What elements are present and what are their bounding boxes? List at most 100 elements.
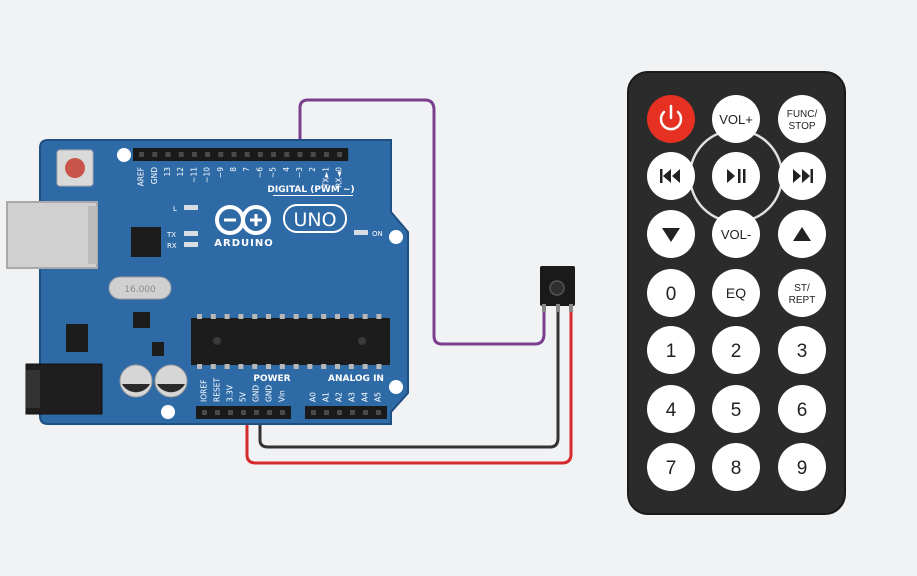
digital-pin[interactable] [205,152,211,157]
digital-pin[interactable] [231,152,237,157]
usb-connector [6,201,98,269]
ir-receiver[interactable] [540,266,575,312]
down-arrow-icon [662,228,680,242]
digital-pin-label: 13 [163,167,172,177]
led-l [184,205,198,210]
power-pin[interactable] [267,410,272,415]
play-pause-button[interactable] [712,152,760,200]
chip-leg [210,364,216,369]
vol-up-button[interactable] [712,95,760,143]
chip-leg [266,364,271,369]
power-header[interactable] [196,406,291,419]
chip-leg [197,314,202,319]
digital-pin-label: ~6 [255,167,264,178]
chip-leg [321,314,327,319]
analog-pin[interactable] [324,410,329,415]
digital-pin-label: 7 [242,167,251,172]
analog-pin-label: A5 [374,392,383,402]
analog-pin[interactable] [376,410,381,415]
analog-pin-label: A2 [335,392,344,402]
two-label: 2 [731,341,742,362]
digital-pin[interactable] [191,152,197,157]
two-button[interactable] [712,326,760,374]
digital-pin[interactable] [310,152,316,157]
digital-pin-label: ~11 [189,167,198,183]
power-pin[interactable] [202,410,207,415]
vol-down-button[interactable] [712,210,760,258]
vol-up-label: VOL+ [719,112,753,127]
arduino-logo [215,205,271,235]
power-pin[interactable] [215,410,220,415]
digital-pin-label: GND [150,167,159,184]
digital-header[interactable] [133,148,349,161]
power-pin[interactable] [241,410,246,415]
st-rept-button[interactable] [778,269,826,317]
digital-underline [273,195,353,196]
analog-pin[interactable] [311,410,316,415]
digital-pin[interactable] [218,152,224,157]
crystal [108,276,172,300]
ir-leg [556,304,560,312]
play-pause-icon [727,169,746,183]
digital-pin[interactable] [165,152,171,157]
chip-leg [376,314,382,319]
eight-label: 8 [731,458,742,479]
power-pin-label: IOREF [200,380,209,402]
digital-pin[interactable] [337,152,343,157]
four-button[interactable] [647,385,695,433]
digital-pin[interactable] [139,152,145,157]
chip-leg [224,364,230,369]
digital-pin[interactable] [257,152,263,157]
func-stop-button[interactable] [778,95,826,143]
chip-dot [358,337,366,345]
chip-leg [238,364,244,369]
digital-pin[interactable] [244,152,250,157]
eq-button[interactable] [712,269,760,317]
ir-leg [542,304,546,312]
five-button[interactable] [712,385,760,433]
six-button[interactable] [778,385,826,433]
power-pin[interactable] [254,410,259,415]
capacitor-band [122,384,150,393]
capacitor-array [152,342,164,356]
ir-leg [569,304,573,312]
ground-wire [258,306,560,449]
zero-button[interactable] [647,269,695,317]
power-pin[interactable] [228,410,233,415]
model-badge [283,204,347,233]
three-button[interactable] [778,326,826,374]
three-label: 3 [797,341,808,362]
chip-leg [279,314,285,319]
mounting-hole [389,380,403,394]
analog-pin[interactable] [337,410,342,415]
nine-label: 9 [797,458,808,479]
ir-remote[interactable]: VOL+ FUNC/ STOP VOL- 0 [627,71,846,515]
analog-pin[interactable] [350,410,355,415]
nine-button[interactable] [778,443,826,491]
digital-pin[interactable] [323,152,329,157]
arduino-uno-board[interactable]: 16.000 ARDUINO UNO L TX RX ON DI [6,139,409,425]
digital-pin[interactable] [152,152,158,157]
power-pin[interactable] [280,410,285,415]
chip-leg [376,364,382,369]
analog-header[interactable] [305,406,387,419]
seven-button[interactable] [647,443,695,491]
reset-button-cap[interactable] [65,158,85,178]
digital-pin-label: RX◄0 [335,167,344,188]
digital-pin[interactable] [271,152,277,157]
analog-pin-label: A1 [322,392,331,402]
digital-pin[interactable] [178,152,184,157]
eight-button[interactable] [712,443,760,491]
digital-pin-label: 4 [282,167,291,172]
analog-pin[interactable] [363,410,368,415]
mounting-hole [161,405,175,419]
prev-icon [660,169,680,183]
digital-pin-label: 8 [229,167,238,172]
digital-pin[interactable] [297,152,303,157]
led-on-label: ON [372,230,383,238]
digital-pin-label: ~9 [216,167,225,178]
chip-notch [213,337,221,345]
one-button[interactable] [647,326,695,374]
digital-pin[interactable] [284,152,290,157]
